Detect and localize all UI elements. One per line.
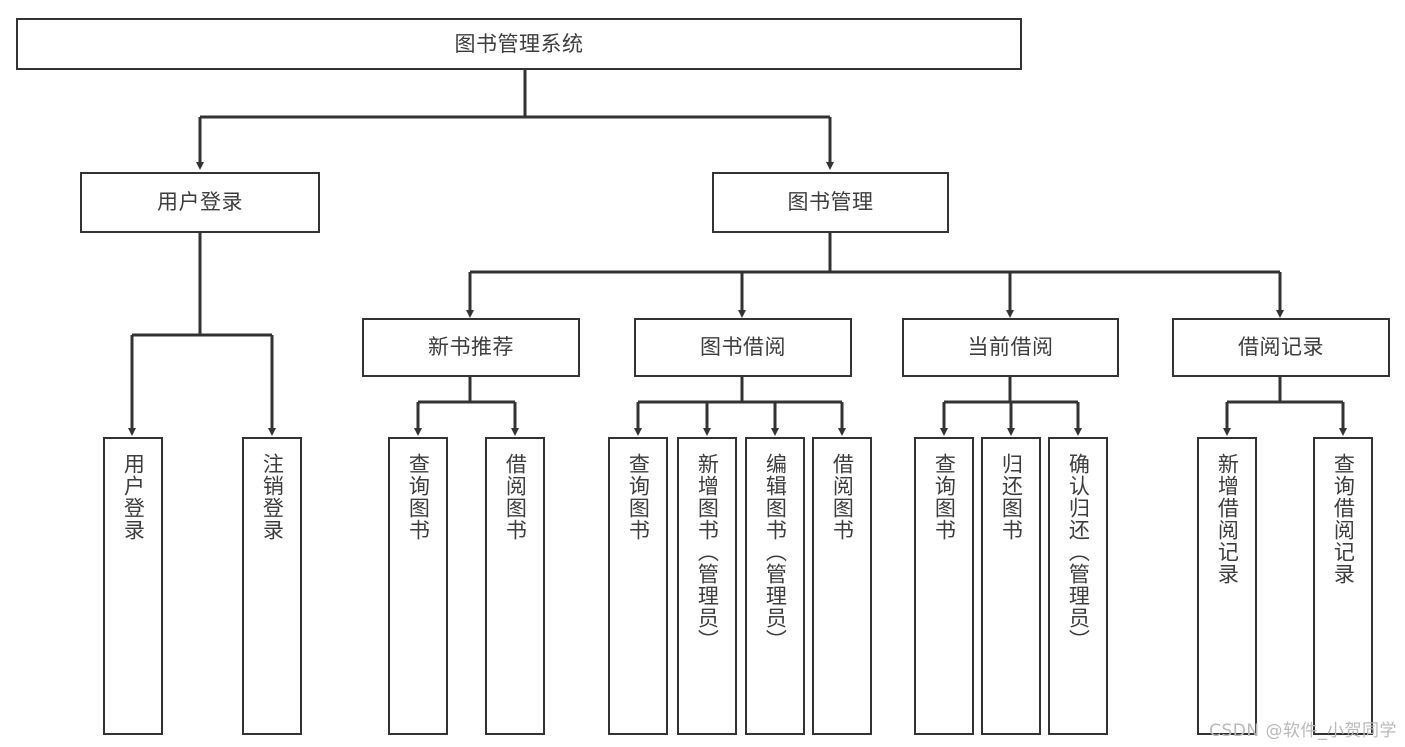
node-label: 借阅图书 bbox=[830, 453, 855, 541]
node-label: 新增图书（管理员） bbox=[695, 453, 720, 651]
leaf-new-book-borrow-book[interactable]: 借阅图书 bbox=[485, 437, 545, 735]
leaf-new-book-query-book[interactable]: 查询图书 bbox=[388, 437, 448, 735]
leaf-borrow-query-book[interactable]: 查询图书 bbox=[608, 437, 668, 735]
node-current-borrowing[interactable]: 当前借阅 bbox=[902, 318, 1119, 377]
watermark-text: CSDN @软件_小贺同学 bbox=[1209, 721, 1397, 741]
node-label: 当前借阅 bbox=[967, 335, 1054, 360]
leaf-user-login[interactable]: 用户登录 bbox=[103, 437, 163, 735]
node-label: 查询图书 bbox=[626, 453, 651, 541]
leaf-current-return-book[interactable]: 归还图书 bbox=[981, 437, 1041, 735]
node-label: 注销登录 bbox=[260, 453, 285, 541]
node-borrowing-record[interactable]: 借阅记录 bbox=[1172, 318, 1390, 377]
leaf-borrow-edit-book-admin[interactable]: 编辑图书（管理员） bbox=[745, 437, 805, 735]
node-label: 查询借阅记录 bbox=[1331, 453, 1356, 585]
node-root-library-management-system[interactable]: 图书管理系统 bbox=[16, 18, 1022, 70]
leaf-record-query-record[interactable]: 查询借阅记录 bbox=[1313, 437, 1373, 735]
leaf-borrow-add-book-admin[interactable]: 新增图书（管理员） bbox=[677, 437, 737, 735]
node-label: 新书推荐 bbox=[428, 335, 514, 360]
node-label: 编辑图书（管理员） bbox=[763, 453, 788, 651]
node-label: 图书管理 bbox=[787, 190, 874, 215]
node-label: 确认归还（管理员） bbox=[1066, 453, 1091, 651]
node-label: 图书管理系统 bbox=[454, 31, 584, 56]
node-user-login[interactable]: 用户登录 bbox=[80, 172, 320, 233]
node-label: 借阅记录 bbox=[1238, 335, 1324, 360]
leaf-current-confirm-return-admin[interactable]: 确认归还（管理员） bbox=[1048, 437, 1108, 735]
node-label: 借阅图书 bbox=[503, 453, 528, 541]
node-label: 新增借阅记录 bbox=[1215, 453, 1240, 585]
node-new-book-recommendation[interactable]: 新书推荐 bbox=[362, 318, 580, 377]
node-label: 图书借阅 bbox=[700, 335, 786, 360]
leaf-logout[interactable]: 注销登录 bbox=[242, 437, 302, 735]
node-label: 查询图书 bbox=[932, 453, 957, 541]
node-label: 用户登录 bbox=[121, 453, 146, 541]
node-label: 查询图书 bbox=[406, 453, 431, 541]
leaf-borrow-borrow-book[interactable]: 借阅图书 bbox=[812, 437, 872, 735]
node-book-management[interactable]: 图书管理 bbox=[712, 172, 949, 233]
node-label: 归还图书 bbox=[999, 453, 1024, 541]
leaf-current-query-book[interactable]: 查询图书 bbox=[914, 437, 974, 735]
node-book-borrowing[interactable]: 图书借阅 bbox=[634, 318, 852, 377]
leaf-record-add-record[interactable]: 新增借阅记录 bbox=[1197, 437, 1257, 735]
node-label: 用户登录 bbox=[157, 190, 243, 215]
